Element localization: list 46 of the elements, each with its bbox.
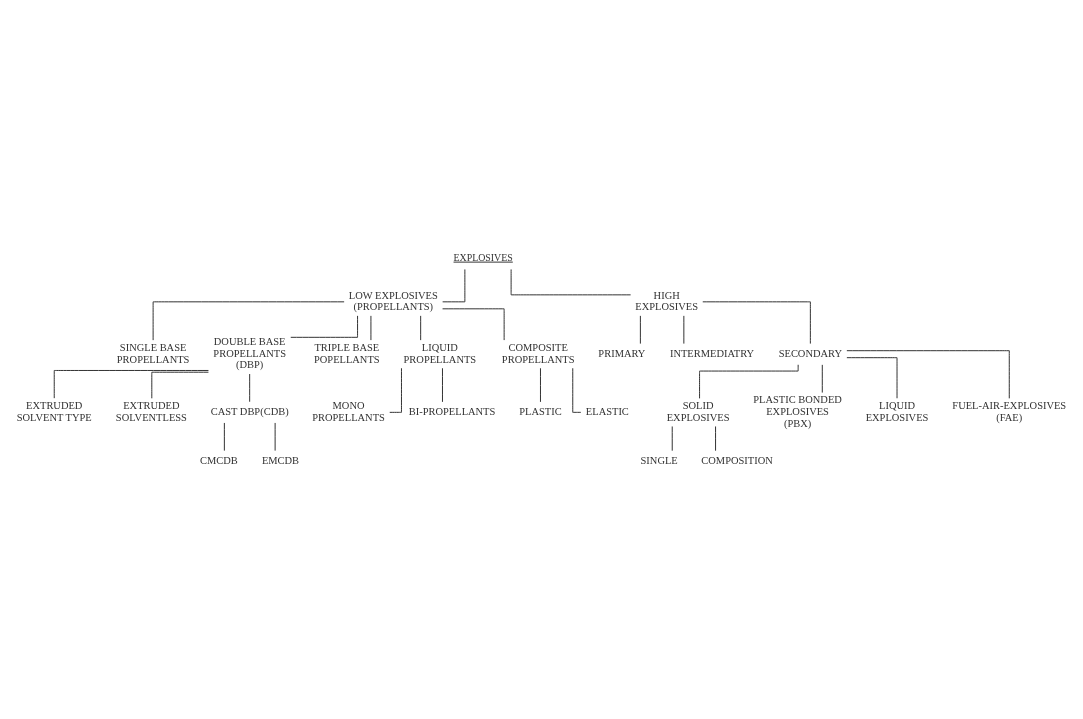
node-text: SOLID EXPLOSIVES: [666, 399, 730, 423]
node-text: PLASTIC BONDED EXPLOSIVES (PBX): [753, 393, 842, 429]
connector: [702, 300, 811, 344]
connector: [249, 373, 251, 402]
node-text: EXTRUDED SOLVENTLESS: [115, 399, 187, 423]
node-text: FUEL-AIR-EXPLOSIVES (FAE): [952, 399, 1067, 423]
node-text: SINGLE: [640, 454, 678, 466]
connector: [846, 349, 1010, 399]
connector: [442, 367, 443, 402]
node-text: HIGH EXPLOSIVES: [635, 289, 699, 312]
node-text: CAST DBP(CDB): [210, 405, 289, 417]
connector: [442, 307, 505, 341]
connector: [152, 300, 345, 341]
node-text: EXTRUDED SOLVENT TYPE: [16, 399, 92, 423]
connector: [53, 369, 209, 399]
node-text: COMPOSITE PROPELLANTS: [501, 341, 575, 365]
node-text: LOW EXPLOSIVES (PROPELLANTS): [348, 289, 438, 312]
connector: [821, 363, 823, 393]
node-text: SINGLE BASE PROPELLANTS: [116, 341, 190, 365]
node-text: EMCDB: [261, 454, 300, 466]
connector: [671, 425, 673, 451]
connector: [442, 268, 466, 302]
connector: [540, 367, 541, 402]
node-text: TRIPLE BASE POPELLANTS: [313, 341, 380, 365]
connector: [683, 314, 685, 344]
node-text: BI-PROPELLANTS: [408, 405, 496, 417]
connector: [846, 356, 898, 399]
connector: [290, 314, 359, 338]
node-text: PLASTIC: [519, 405, 562, 417]
connector: [420, 314, 422, 341]
connector: [510, 268, 632, 295]
node-text: CMCDB: [199, 454, 238, 466]
node-text: PRIMARY: [598, 347, 646, 359]
node-text: LIQUID PROPELLANTS: [403, 341, 477, 365]
node-text: EXPLOSIVES: [453, 251, 513, 263]
connector: [223, 422, 225, 451]
node-text: COMPOSITION: [701, 454, 773, 466]
node-text: INTERMEDIATRY: [669, 347, 755, 359]
node-text: ELASTIC: [585, 405, 629, 417]
node-text: DOUBLE BASE PROPELLANTS (DBP): [213, 335, 286, 370]
node-text: SECONDARY: [778, 347, 843, 359]
node-text: MONO PROPELLANTS: [312, 399, 385, 423]
connector: [639, 314, 641, 344]
connector: [151, 371, 209, 399]
connector: [715, 425, 716, 451]
node-text: LIQUID EXPLOSIVES: [865, 399, 929, 423]
